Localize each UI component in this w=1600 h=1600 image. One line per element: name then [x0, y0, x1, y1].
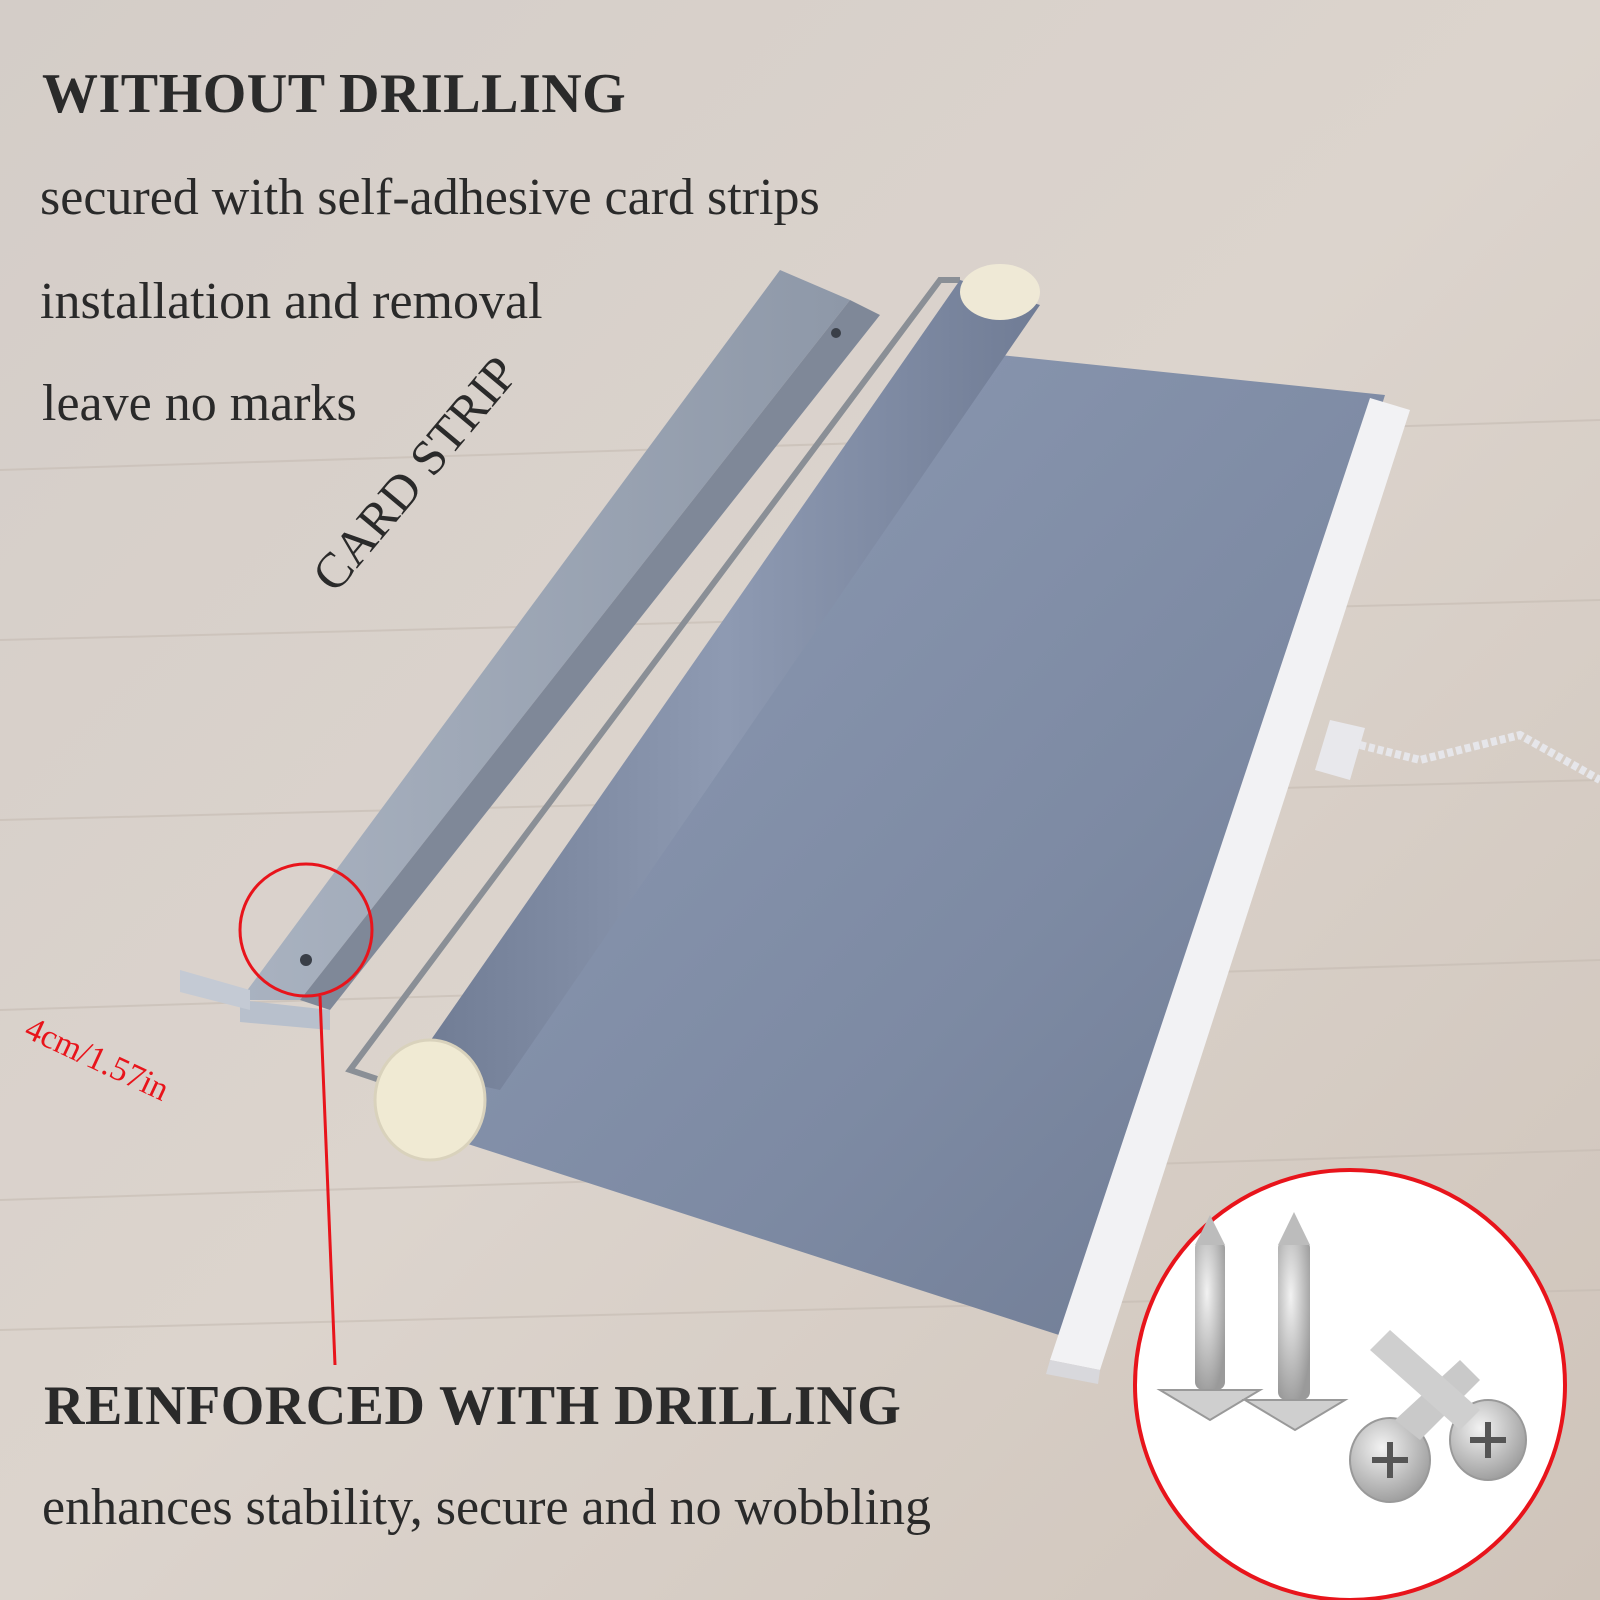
weight-rod	[345, 277, 960, 1083]
card-strip	[180, 270, 880, 1030]
roller-tube	[373, 264, 1040, 1162]
callout-circle	[238, 862, 374, 998]
strip-hole	[831, 328, 841, 338]
screw-icon	[1241, 1212, 1349, 1432]
feature-line-adhesive: secured with self-adhesive card strips	[40, 169, 820, 226]
head-rail	[1046, 398, 1600, 1384]
callout-line	[318, 995, 337, 1366]
headline-reinforced: REINFORCED WITH DRILLING	[44, 1375, 902, 1437]
feature-line-installation: installation and removal	[40, 273, 543, 330]
screw-icon	[1156, 1215, 1264, 1422]
screw-icon	[1370, 1330, 1527, 1481]
bead-chain	[1359, 730, 1600, 784]
end-cap	[373, 1038, 487, 1162]
feature-line-stability: enhances stability, secure and no wobbli…	[42, 1479, 932, 1536]
end-cap	[960, 264, 1040, 320]
feature-line-no-marks: leave no marks	[42, 375, 357, 432]
headline-without-drilling: WITHOUT DRILLING	[42, 63, 627, 125]
strip-hole	[300, 954, 312, 966]
screws-inset	[1133, 1168, 1567, 1600]
